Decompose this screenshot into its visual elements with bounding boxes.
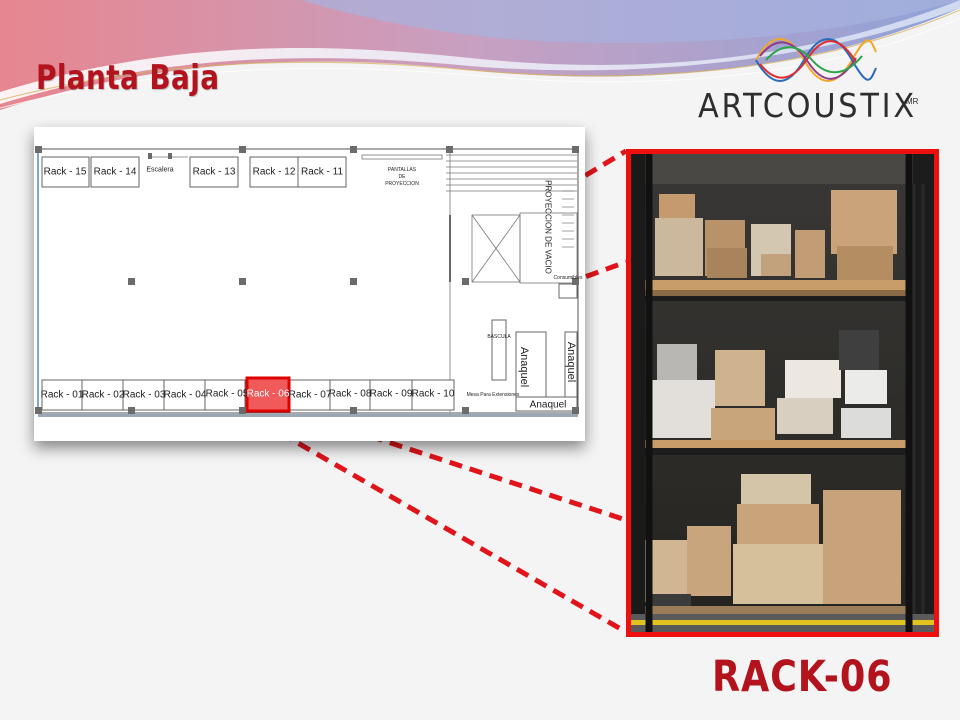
floor-plan-drawing — [35, 146, 579, 417]
anaquel-left-label: Anaquel — [518, 346, 530, 388]
logo-wave-icon — [755, 38, 877, 82]
rack-caption: RACK-06 — [712, 652, 893, 702]
anaquel-right-label: Anaquel — [565, 341, 577, 383]
rack-03-label: Rack - 03 — [122, 389, 166, 401]
rack-12-label: Rack - 12 — [252, 166, 296, 178]
consumibles-label: Consumibles — [553, 275, 583, 281]
bascula-label: BASCULA — [487, 334, 511, 340]
rack-photo-illustration — [631, 154, 934, 632]
brand-trademark: MR — [906, 97, 919, 106]
rack-15-label: Rack - 15 — [43, 166, 87, 178]
rack-02-label: Rack - 02 — [81, 389, 125, 401]
rack-09-label: Rack - 09 — [369, 388, 413, 400]
pantallas-label: PANTALLAS — [387, 167, 417, 173]
rack-photo — [626, 149, 939, 637]
rack-10-label: Rack - 10 — [411, 388, 455, 400]
rack-01-label: Rack - 01 — [40, 389, 84, 401]
rack-04-label: Rack - 04 — [163, 389, 207, 401]
mesa-label: Mesa Para Extensiones — [466, 392, 520, 398]
escalera-label: Escalera — [146, 166, 174, 174]
rack-11-label: Rack - 11 — [300, 166, 344, 178]
rack-06-highlight — [245, 376, 291, 413]
proyeccion-label: PROYECCION — [385, 181, 419, 187]
brand-name: ARTCOUSTIX — [698, 86, 917, 125]
rack-14-label: Rack - 14 — [93, 166, 137, 178]
floor-plan: Rack - 15 Rack - 14 Rack - 13 Rack - 12 … — [34, 127, 585, 441]
anaquel-bottom-label: Anaquel — [529, 399, 567, 411]
proyeccion-vacio-label: PROYECCION DE VACIO — [543, 180, 553, 274]
page-title: Planta Baja — [36, 58, 220, 98]
rack-07-label: Rack - 07 — [288, 389, 332, 401]
rack-05-label: Rack - 05 — [205, 388, 249, 400]
rack-06-label[interactable]: Rack - 06 — [246, 388, 290, 400]
de-label: DE — [398, 174, 406, 180]
rack-08-label: Rack - 08 — [328, 388, 372, 400]
rack-13-label: Rack - 13 — [192, 166, 236, 178]
